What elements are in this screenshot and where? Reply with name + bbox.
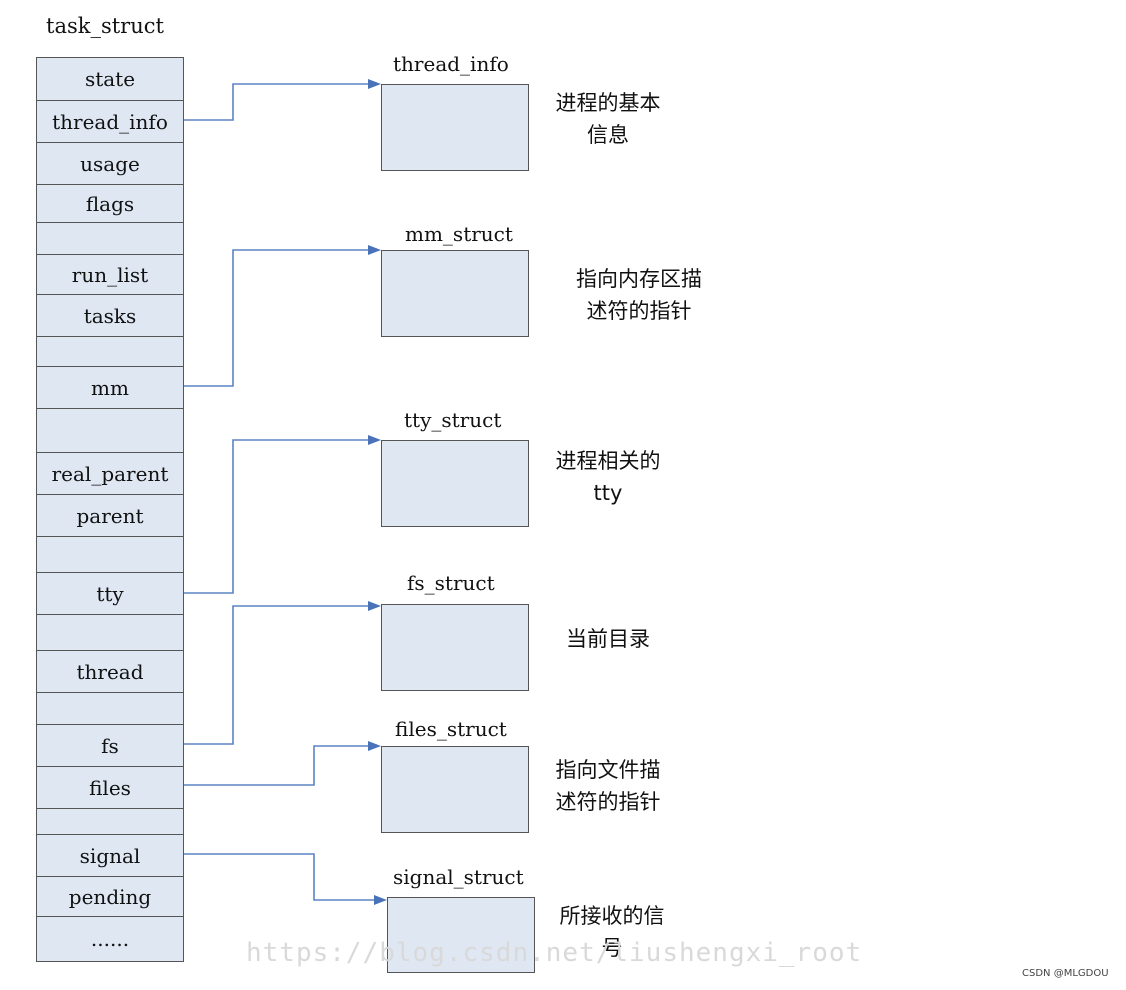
field-run-list: run_list [37, 254, 183, 294]
field-tasks: tasks [37, 294, 183, 336]
desc-line: 述符的指针 [555, 790, 661, 814]
watermark: https://blog.csdn.net/liushengxi_root [246, 938, 863, 968]
connector-signal [184, 853, 376, 901]
arrowhead [368, 79, 381, 89]
files-struct-desc: 指向文件描 述符的指针 [538, 754, 678, 818]
desc-line: 当前目录 [566, 627, 650, 651]
tty-struct-label: tty_struct [404, 408, 502, 432]
arrowhead [368, 245, 381, 255]
field-parent: parent [37, 494, 183, 536]
arrowhead [368, 435, 381, 445]
desc-line: 指向内存区描 [576, 267, 702, 291]
signal-struct-box [387, 897, 535, 973]
field-state: state [84, 67, 136, 91]
field-tty: tty [37, 572, 183, 614]
fs-struct-label: fs_struct [407, 571, 495, 595]
connector-mm [184, 249, 370, 387]
field-fs: fs [37, 724, 183, 766]
connector-tty [184, 439, 370, 594]
desc-line: 信息 [587, 123, 629, 147]
arrowhead [368, 601, 381, 611]
field-blank [37, 408, 183, 452]
mm-struct-label: mm_struct [405, 222, 513, 246]
fs-struct-box [381, 604, 529, 691]
arrowhead [368, 741, 381, 751]
signal-struct-desc: 所接收的信 号 [542, 900, 682, 958]
desc-line: 指向文件描 [555, 758, 661, 782]
field-pending: pending [37, 876, 183, 916]
field-files: files [37, 766, 183, 808]
field-blank [37, 692, 183, 724]
mm-struct-box [381, 250, 529, 337]
field-blank [37, 222, 183, 254]
field-thread: thread [37, 650, 183, 692]
field-flags: flags [37, 184, 183, 222]
desc-line: 述符的指针 [586, 299, 692, 323]
desc-line: 号 [601, 936, 623, 958]
thread-info-label: thread_info [393, 52, 509, 76]
thread-info-desc: 进程的基本 信息 [538, 87, 678, 151]
field-blank [37, 614, 183, 650]
connector-files [184, 745, 370, 786]
task-struct-title: task_struct [46, 14, 164, 38]
tty-struct-desc: 进程相关的 tty [538, 445, 678, 509]
desc-line: 所接收的信 [559, 904, 665, 928]
credit-label: CSDN @MLGDOU [1022, 968, 1109, 979]
mm-struct-desc: 指向内存区描 述符的指针 [564, 263, 714, 327]
field-signal: signal [37, 834, 183, 876]
signal-struct-label: signal_struct [393, 865, 524, 889]
desc-line: 进程相关的 [555, 449, 661, 473]
field-blank [37, 336, 183, 366]
field-real-parent: real_parent [37, 452, 183, 494]
field-ellipsis: ...... [37, 916, 183, 960]
field-thread-info: thread_info [37, 100, 183, 142]
tty-struct-box [381, 440, 529, 527]
field-blank [37, 808, 183, 834]
desc-line: tty [593, 481, 623, 505]
task-struct-box: state thread_info usage flags run_list t… [36, 57, 184, 962]
field-blank [37, 536, 183, 572]
desc-line: 进程的基本 [555, 91, 661, 115]
arrowhead [374, 895, 387, 905]
files-struct-label: files_struct [395, 717, 507, 741]
connector-thread-info [184, 83, 370, 121]
files-struct-box [381, 746, 529, 833]
fs-struct-desc: 当前目录 [538, 623, 678, 655]
field-mm: mm [37, 366, 183, 408]
connector-fs [184, 605, 370, 745]
field-usage: usage [37, 142, 183, 184]
thread-info-box [381, 84, 529, 171]
